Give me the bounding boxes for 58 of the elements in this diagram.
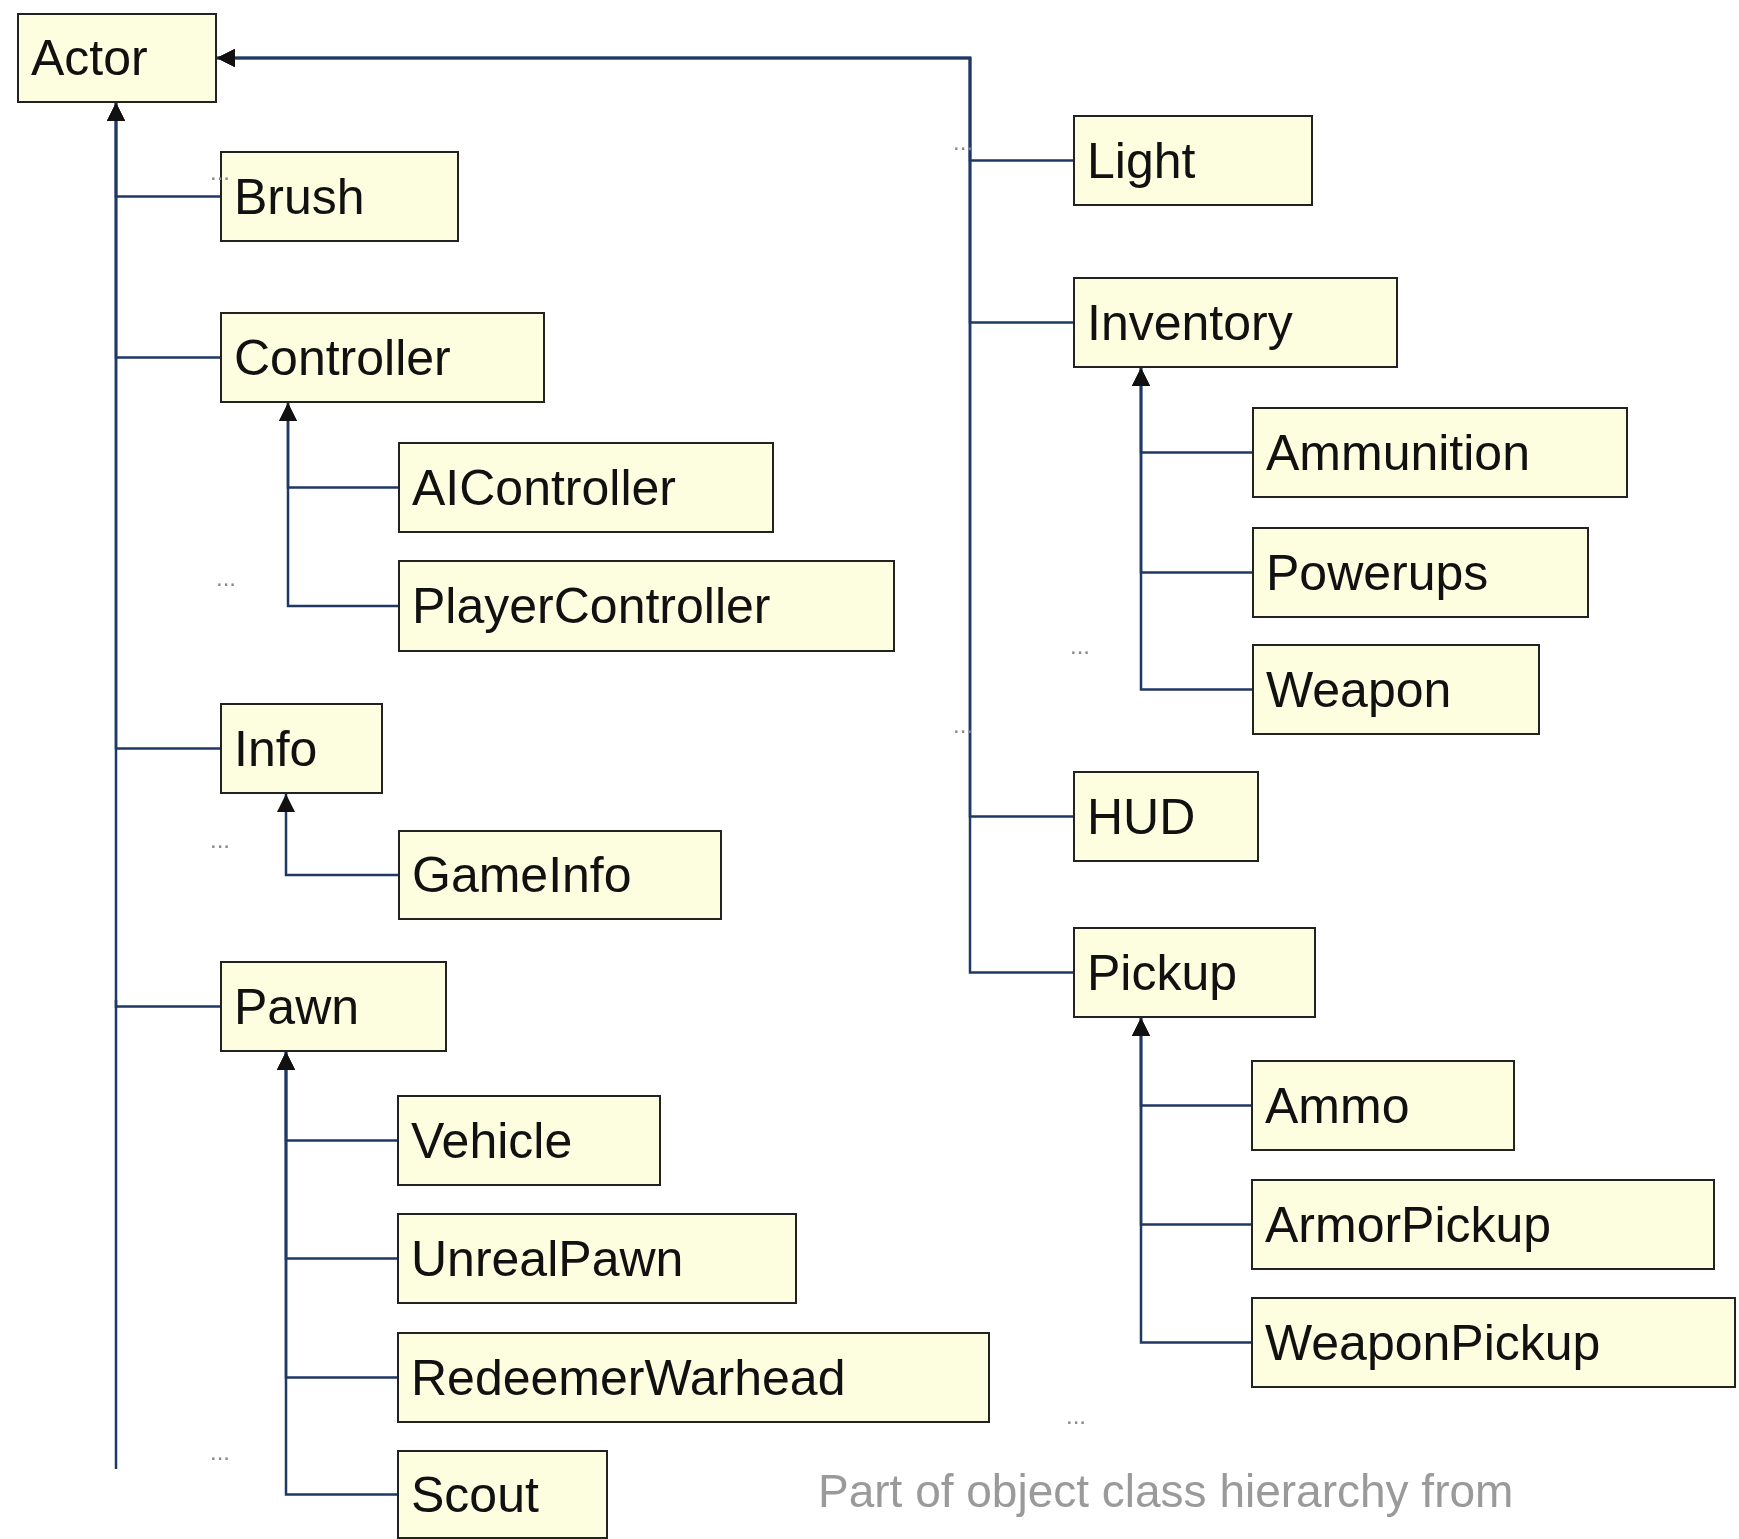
class-box [397, 1332, 990, 1423]
class-name: Pickup [1087, 947, 1238, 998]
class-name: Brush [234, 171, 365, 222]
inheritance-arrow [277, 1052, 397, 1496]
class-box [1252, 407, 1628, 498]
class-box [220, 961, 447, 1052]
class-name: HUD [1087, 791, 1196, 842]
class-box [220, 312, 545, 403]
class-name: GameInfo [412, 850, 632, 900]
class-box [1252, 644, 1540, 735]
class-box [1073, 927, 1316, 1018]
ellipsis: ... [210, 160, 230, 184]
class-box [397, 1213, 797, 1304]
class-name: Ammo [1265, 1080, 1410, 1131]
inheritance-arrow [107, 103, 220, 1008]
class-name: AIController [412, 462, 676, 513]
class-box [397, 1095, 661, 1186]
class-name: Weapon [1266, 664, 1452, 715]
ellipsis: ... [953, 713, 973, 737]
class-box [1073, 115, 1313, 206]
class-box [1251, 1060, 1515, 1151]
ellipsis: ... [1070, 634, 1090, 658]
ellipsis: ... [216, 566, 236, 590]
class-name: Info [234, 723, 318, 774]
class-name: UnrealPawn [411, 1233, 684, 1284]
class-name: Scout [411, 1469, 539, 1520]
class-name: WeaponPickup [1265, 1317, 1601, 1368]
class-box [397, 1450, 608, 1539]
class-name: Actor [31, 33, 148, 83]
class-box [1252, 527, 1589, 618]
ellipsis: ... [953, 130, 973, 154]
class-name: Controller [234, 332, 451, 383]
class-box [398, 830, 722, 920]
inheritance-arrow [277, 794, 398, 877]
class-box [1251, 1297, 1736, 1388]
ellipsis: ... [210, 1440, 230, 1464]
class-name: Ammunition [1266, 427, 1530, 478]
class-name: Vehicle [411, 1115, 573, 1166]
inheritance-arrow [1132, 1018, 1251, 1344]
class-box [398, 442, 774, 533]
class-box [398, 560, 895, 652]
class-box [17, 13, 217, 103]
class-box [220, 703, 383, 794]
class-box [1073, 277, 1398, 368]
class-name: RedeemerWarhead [411, 1352, 846, 1403]
inheritance-arrow [217, 49, 1073, 974]
ellipsis: ... [210, 828, 230, 852]
class-name: Powerups [1266, 547, 1489, 598]
class-name: Light [1087, 135, 1196, 186]
ellipsis: ... [1066, 1404, 1086, 1428]
class-name: Pawn [234, 981, 360, 1032]
class-name: ArmorPickup [1265, 1199, 1552, 1250]
class-name: Inventory [1087, 297, 1293, 348]
inheritance-arrow [1132, 368, 1252, 691]
class-box [1251, 1179, 1715, 1270]
class-box [1073, 771, 1259, 862]
inheritance-arrow [279, 403, 398, 608]
class-name: PlayerController [412, 581, 771, 631]
